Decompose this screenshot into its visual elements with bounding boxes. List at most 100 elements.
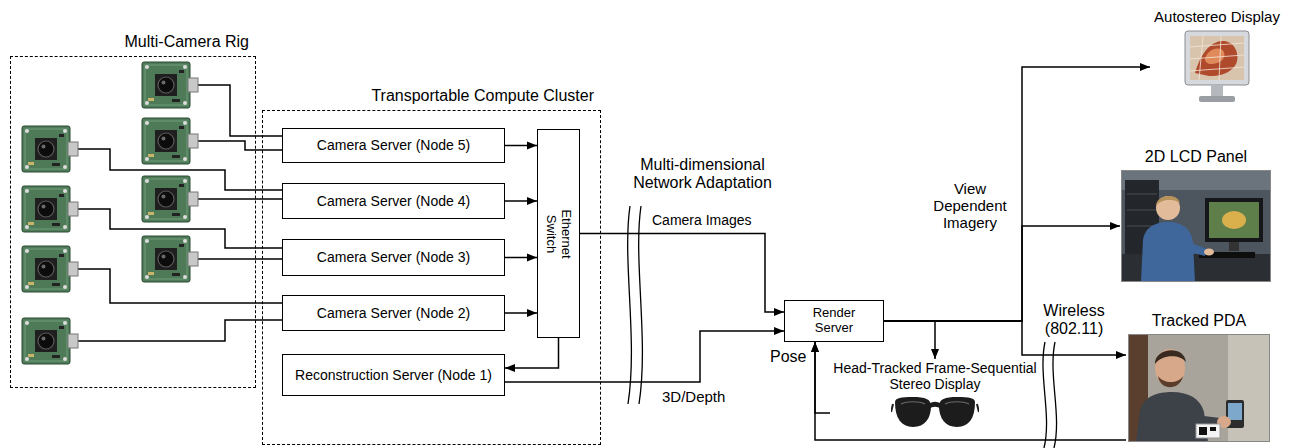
- break-line: [1043, 342, 1047, 448]
- network-break-mark: [628, 206, 643, 404]
- server-box: Camera Server (Node 5): [282, 128, 505, 163]
- connector-arrow: [580, 234, 784, 313]
- person-head: [1155, 349, 1185, 387]
- monitor-bezel: [1185, 31, 1249, 85]
- break-line: [639, 206, 643, 404]
- connector-arrow: [884, 67, 1150, 321]
- link-note: Wireless (802.11): [1036, 302, 1112, 338]
- camera-rig-group: Multi-Camera Rig: [10, 56, 256, 388]
- lcd-screen: [1209, 202, 1259, 238]
- switch-box: Ethernet Switch: [537, 129, 580, 338]
- display-device: Head-Tracked Frame-Sequential Stereo Dis…: [830, 360, 1040, 430]
- monitor-screen: [1190, 36, 1244, 80]
- connector-arrow: [505, 257, 537, 259]
- server-box: Camera Server (Node 4): [282, 183, 505, 219]
- signal-name: Pose: [770, 348, 810, 366]
- group-heading: Multi-Camera Rig: [125, 32, 249, 52]
- device-heading: 2D LCD Panel: [1120, 148, 1272, 166]
- connector-label: Camera Images: [652, 212, 752, 229]
- person-head: [1156, 196, 1180, 220]
- break-line: [1053, 342, 1057, 448]
- tracking-marker: [1196, 424, 1220, 438]
- server-box: Camera Server (Node 3): [282, 239, 505, 276]
- person-hair: [1155, 350, 1186, 364]
- network-note: Multi-dimensional Network Adaptation: [620, 156, 785, 192]
- connector-arrow: [505, 145, 537, 147]
- monitor-base: [1199, 96, 1235, 102]
- wireless-break-mark: [1043, 342, 1057, 448]
- box-label: Camera Server (Node 4): [317, 193, 470, 209]
- compute-cluster-group: Transportable Compute ClusterCamera Serv…: [262, 110, 601, 445]
- connector-arrow: [505, 200, 537, 202]
- camera-module: [142, 176, 198, 222]
- person-arm: [1181, 240, 1207, 256]
- device-picture: [1121, 170, 1271, 282]
- camera-module: [142, 118, 198, 164]
- connector-label: 3D/Depth: [662, 388, 725, 406]
- lcd-monitor: [1205, 198, 1263, 242]
- photo-border: [1129, 335, 1270, 442]
- camera-wire: [198, 198, 282, 200]
- connector-arrow: [884, 321, 935, 359]
- device-heading: Head-Tracked Frame-Sequential Stereo Dis…: [830, 360, 1040, 392]
- camera-wire: [198, 141, 282, 150]
- camera-module: [22, 126, 78, 172]
- camera-module: [22, 186, 78, 232]
- device-heading: Tracked PDA: [1126, 312, 1272, 330]
- person-body: [1141, 222, 1195, 282]
- person-hair: [1156, 196, 1180, 206]
- connector-arrow: [815, 342, 1126, 440]
- display-device: Autostereo Display: [1150, 8, 1284, 105]
- person-hand: [1204, 249, 1214, 256]
- device-picture: [1128, 334, 1270, 442]
- camera-module: [22, 246, 78, 292]
- connector-arrow: [505, 312, 537, 314]
- goggle-bridge: [929, 402, 941, 409]
- display-device: Tracked PDA: [1126, 312, 1272, 442]
- camera-wire: [198, 258, 282, 260]
- camera-module: [142, 236, 198, 282]
- connector-group: [505, 67, 1150, 440]
- box-label: Ethernet Switch: [544, 194, 574, 274]
- device-heading: Autostereo Display: [1150, 8, 1284, 25]
- camera-wires: [78, 85, 282, 341]
- connector-arrow: [815, 342, 830, 413]
- box-label: Camera Server (Node 2): [317, 305, 470, 321]
- marker-pattern: [1199, 427, 1207, 435]
- photo-background: [1128, 334, 1270, 442]
- rack-shelf: [1127, 194, 1157, 226]
- marker-pattern: [1210, 427, 1216, 431]
- connector-arrow: [505, 331, 784, 382]
- stream-note: View Dependent Imagery: [922, 180, 1018, 231]
- photo-border: [1122, 171, 1271, 282]
- device-picture: [1181, 29, 1253, 105]
- server-box: Camera Server (Node 2): [282, 295, 505, 331]
- camera-module: [142, 62, 198, 108]
- monitor-stand: [1229, 242, 1239, 251]
- break-line: [628, 206, 632, 404]
- screen-image: [1205, 48, 1224, 63]
- screen-grid: [1190, 36, 1244, 80]
- camera-module: [22, 318, 78, 364]
- box-label: Camera Server (Node 5): [317, 137, 470, 153]
- server-box: Render Server: [784, 300, 884, 342]
- goggle-arm: [891, 404, 893, 412]
- pda-screen: [1228, 403, 1242, 420]
- display-device: 2D LCD Panel: [1120, 148, 1272, 282]
- device-picture: [891, 396, 979, 430]
- group-heading: Transportable Compute Cluster: [371, 86, 594, 106]
- person-beard: [1158, 376, 1183, 387]
- photo-background: [1121, 170, 1271, 282]
- lens-highlight: [901, 402, 969, 404]
- monitor-stand: [1211, 85, 1223, 96]
- connector-arrow: [505, 338, 559, 368]
- screen-image: [1222, 211, 1246, 229]
- box-label: Render Server: [804, 306, 864, 336]
- box-label: Reconstruction Server (Node 1): [295, 367, 492, 383]
- camera-wire: [78, 320, 282, 341]
- goggle-arm: [977, 404, 979, 412]
- box-label: Camera Server (Node 3): [317, 249, 470, 265]
- server-box: Reconstruction Server (Node 1): [282, 354, 505, 396]
